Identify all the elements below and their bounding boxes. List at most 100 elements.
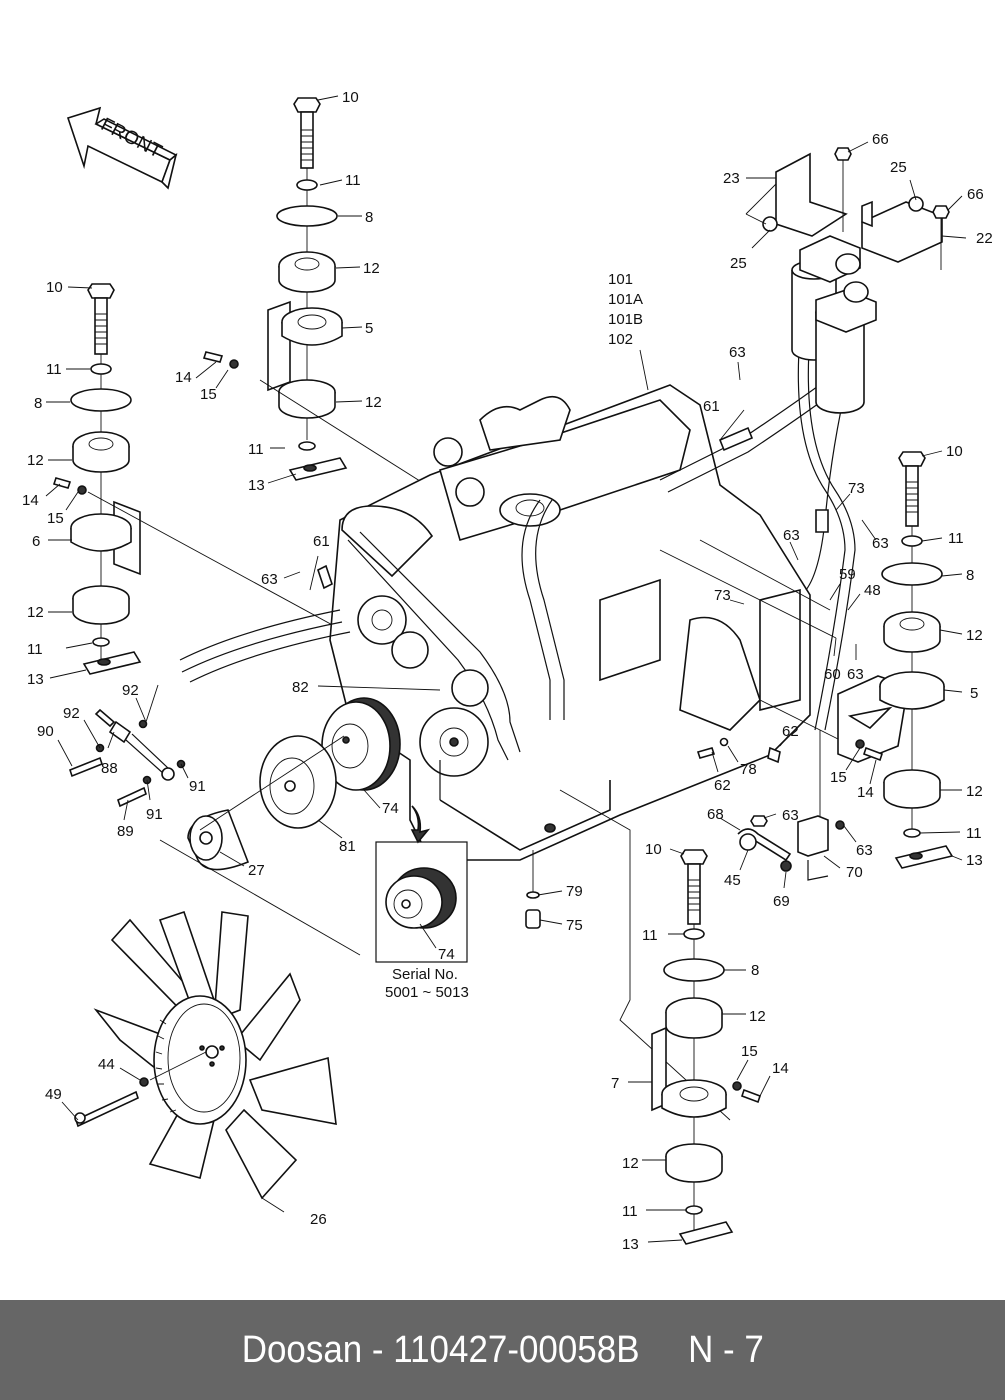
callout-label[interactable]: 25 bbox=[890, 159, 907, 176]
callout-label[interactable]: 63 bbox=[872, 535, 889, 552]
inset-caption-serial: Serial No. bbox=[392, 966, 458, 983]
callout-label[interactable]: 25 bbox=[730, 255, 747, 272]
callout-label[interactable]: 63 bbox=[847, 666, 864, 683]
callout-label[interactable]: 44 bbox=[98, 1056, 115, 1073]
drain-plug-assembly bbox=[525, 850, 541, 929]
callout-label[interactable]: 74 bbox=[382, 800, 399, 817]
callout-label[interactable]: 11 bbox=[248, 441, 264, 458]
callout-label[interactable]: 61 bbox=[703, 398, 720, 415]
mount-assembly-right bbox=[837, 451, 954, 869]
callout-label[interactable]: 12 bbox=[749, 1008, 766, 1025]
callout-label[interactable]: 10 bbox=[342, 89, 359, 106]
callout-label[interactable]: 63 bbox=[856, 842, 873, 859]
callout-label[interactable]: 89 bbox=[117, 823, 134, 840]
callout-label[interactable]: 12 bbox=[365, 394, 382, 411]
callout-label[interactable]: 90 bbox=[37, 723, 54, 740]
callout-label[interactable]: 91 bbox=[146, 806, 163, 823]
mount-assembly-front-left bbox=[202, 97, 451, 501]
callout-label[interactable]: 8 bbox=[966, 567, 974, 584]
callout-label[interactable]: 11 bbox=[27, 641, 43, 658]
engine-group-label[interactable]: 102 bbox=[608, 331, 633, 348]
callout-label[interactable]: 23 bbox=[723, 170, 740, 187]
drain-valve-assembly bbox=[696, 737, 845, 881]
footer-part-reference: Doosan - 110427-00058B N - 7 bbox=[241, 1328, 764, 1371]
engine-group-label[interactable]: 101A bbox=[608, 291, 643, 308]
callout-label[interactable]: 81 bbox=[339, 838, 356, 855]
callout-label[interactable]: 73 bbox=[848, 480, 865, 497]
callout-label[interactable]: 60 bbox=[824, 666, 841, 683]
callout-label[interactable]: 63 bbox=[782, 807, 799, 824]
engine-group-label[interactable]: 101B bbox=[608, 311, 643, 328]
callout-label[interactable]: 12 bbox=[966, 783, 983, 800]
callout-label[interactable]: 69 bbox=[773, 893, 790, 910]
callout-label[interactable]: 5 bbox=[365, 320, 373, 337]
callout-label[interactable]: 11 bbox=[642, 927, 658, 944]
callout-label[interactable]: 63 bbox=[783, 527, 800, 544]
callout-label[interactable]: 14 bbox=[22, 492, 39, 509]
callout-label[interactable]: 15 bbox=[47, 510, 64, 527]
callout-label[interactable]: 91 bbox=[189, 778, 206, 795]
callout-label[interactable]: 5 bbox=[970, 685, 978, 702]
callout-label[interactable]: 12 bbox=[27, 452, 44, 469]
callout-label[interactable]: 11 bbox=[345, 172, 361, 189]
callout-label[interactable]: 45 bbox=[724, 872, 741, 889]
cooling-fan bbox=[74, 910, 337, 1200]
callout-label[interactable]: 12 bbox=[363, 260, 380, 277]
callout-label[interactable]: 10 bbox=[645, 841, 662, 858]
callout-label[interactable]: 13 bbox=[248, 477, 265, 494]
callout-label[interactable]: 8 bbox=[34, 395, 42, 412]
engine-block-illustration bbox=[179, 289, 867, 1121]
callout-label[interactable]: 66 bbox=[872, 131, 889, 148]
inset-caption-range: 5001 ~ 5013 bbox=[385, 984, 469, 1001]
callout-label[interactable]: 13 bbox=[622, 1236, 639, 1253]
callout-label[interactable]: 27 bbox=[248, 862, 265, 879]
callout-label[interactable]: 82 bbox=[292, 679, 309, 696]
callout-label[interactable]: 12 bbox=[966, 627, 983, 644]
callout-label[interactable]: 70 bbox=[846, 864, 863, 881]
callout-label[interactable]: 13 bbox=[27, 671, 44, 688]
callout-label[interactable]: 11 bbox=[948, 530, 964, 547]
callout-label[interactable]: 79 bbox=[566, 883, 583, 900]
callout-label[interactable]: 15 bbox=[741, 1043, 758, 1060]
callout-label[interactable]: 14 bbox=[857, 784, 874, 801]
callout-label[interactable]: 26 bbox=[310, 1211, 327, 1228]
engine-group-label[interactable]: 101 bbox=[608, 271, 633, 288]
callout-labels: 10 11 8 12 5 14 15 12 11 13 10 11 8 12 1… bbox=[22, 89, 993, 1253]
callout-label[interactable]: 12 bbox=[622, 1155, 639, 1172]
callout-label[interactable]: 73 bbox=[714, 587, 731, 604]
callout-label[interactable]: 49 bbox=[45, 1086, 62, 1103]
callout-label[interactable]: 10 bbox=[946, 443, 963, 460]
callout-label[interactable]: 62 bbox=[714, 777, 731, 794]
callout-label[interactable]: 14 bbox=[175, 369, 192, 386]
parts-diagram: FRONT bbox=[22, 89, 993, 1253]
callout-label[interactable]: 6 bbox=[32, 533, 40, 550]
callout-label[interactable]: 78 bbox=[740, 761, 757, 778]
callout-label[interactable]: 48 bbox=[864, 582, 881, 599]
callout-label[interactable]: 15 bbox=[200, 386, 217, 403]
callout-label[interactable]: 8 bbox=[751, 962, 759, 979]
callout-label[interactable]: 88 bbox=[101, 760, 118, 777]
callout-label[interactable]: 59 bbox=[839, 566, 856, 583]
callout-label[interactable]: 11 bbox=[622, 1203, 638, 1220]
callout-label[interactable]: 11 bbox=[46, 361, 62, 378]
callout-label[interactable]: 66 bbox=[967, 186, 984, 203]
callout-label[interactable]: 92 bbox=[63, 705, 80, 722]
callout-label[interactable]: 22 bbox=[976, 230, 993, 247]
callout-label[interactable]: 8 bbox=[365, 209, 373, 226]
callout-label[interactable]: 62 bbox=[782, 723, 799, 740]
mount-assembly-rear bbox=[651, 849, 762, 1245]
callout-label[interactable]: 13 bbox=[966, 852, 983, 869]
callout-label[interactable]: 63 bbox=[729, 344, 746, 361]
fuel-filter-assembly bbox=[745, 147, 950, 414]
callout-label[interactable]: 11 bbox=[966, 825, 982, 842]
callout-label[interactable]: 12 bbox=[27, 604, 44, 621]
callout-label[interactable]: 14 bbox=[772, 1060, 789, 1077]
callout-label[interactable]: 10 bbox=[46, 279, 63, 296]
callout-label[interactable]: 7 bbox=[611, 1075, 619, 1092]
callout-label[interactable]: 63 bbox=[261, 571, 278, 588]
callout-label[interactable]: 15 bbox=[830, 769, 847, 786]
callout-label[interactable]: 61 bbox=[313, 533, 330, 550]
callout-label[interactable]: 75 bbox=[566, 917, 583, 934]
callout-label[interactable]: 68 bbox=[707, 806, 724, 823]
callout-label[interactable]: 92 bbox=[122, 682, 139, 699]
